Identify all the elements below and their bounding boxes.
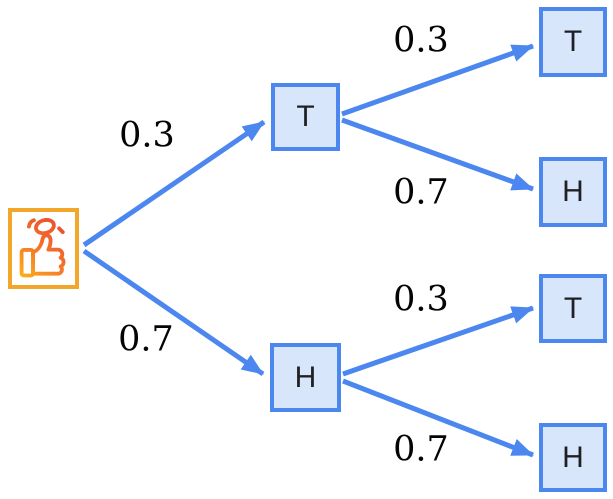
node-TH-level2: H — [539, 157, 607, 227]
arrow-T-to-H — [341, 117, 534, 192]
node-label: T — [563, 25, 583, 58]
probability-label-root-H: 0.7 — [118, 319, 174, 360]
probability-label-root-T: 0.3 — [119, 115, 175, 156]
coin-flip-hand-icon — [19, 217, 65, 277]
probability-label-T-T: 0.3 — [393, 20, 449, 61]
arrow-T-to-T — [341, 43, 534, 117]
coin-shape — [33, 217, 56, 235]
node-label: H — [562, 440, 584, 474]
node-label: H — [294, 360, 317, 394]
thumb-up-hand-shape — [30, 232, 65, 276]
arrow-H-to-T — [342, 305, 534, 377]
probability-label-H-T: 0.3 — [393, 279, 449, 320]
node-T-level1: T — [271, 83, 340, 151]
arrow-root-to-H — [82, 248, 265, 377]
arrow-root-to-T — [82, 119, 266, 248]
motion-mark-right — [56, 226, 65, 234]
node-HH-level2: H — [539, 423, 607, 492]
node-label: T — [563, 291, 583, 325]
probability-label-T-H: 0.7 — [393, 172, 449, 213]
node-HT-level2: T — [539, 274, 607, 343]
motion-mark-left — [26, 217, 36, 229]
node-label: H — [562, 175, 584, 208]
probability-label-H-H: 0.7 — [393, 429, 449, 470]
node-TT-level2: T — [539, 7, 607, 77]
node-label: T — [296, 100, 315, 133]
arrow-H-to-H — [342, 378, 534, 458]
root-node — [8, 208, 79, 289]
node-H-level1: H — [270, 343, 341, 412]
